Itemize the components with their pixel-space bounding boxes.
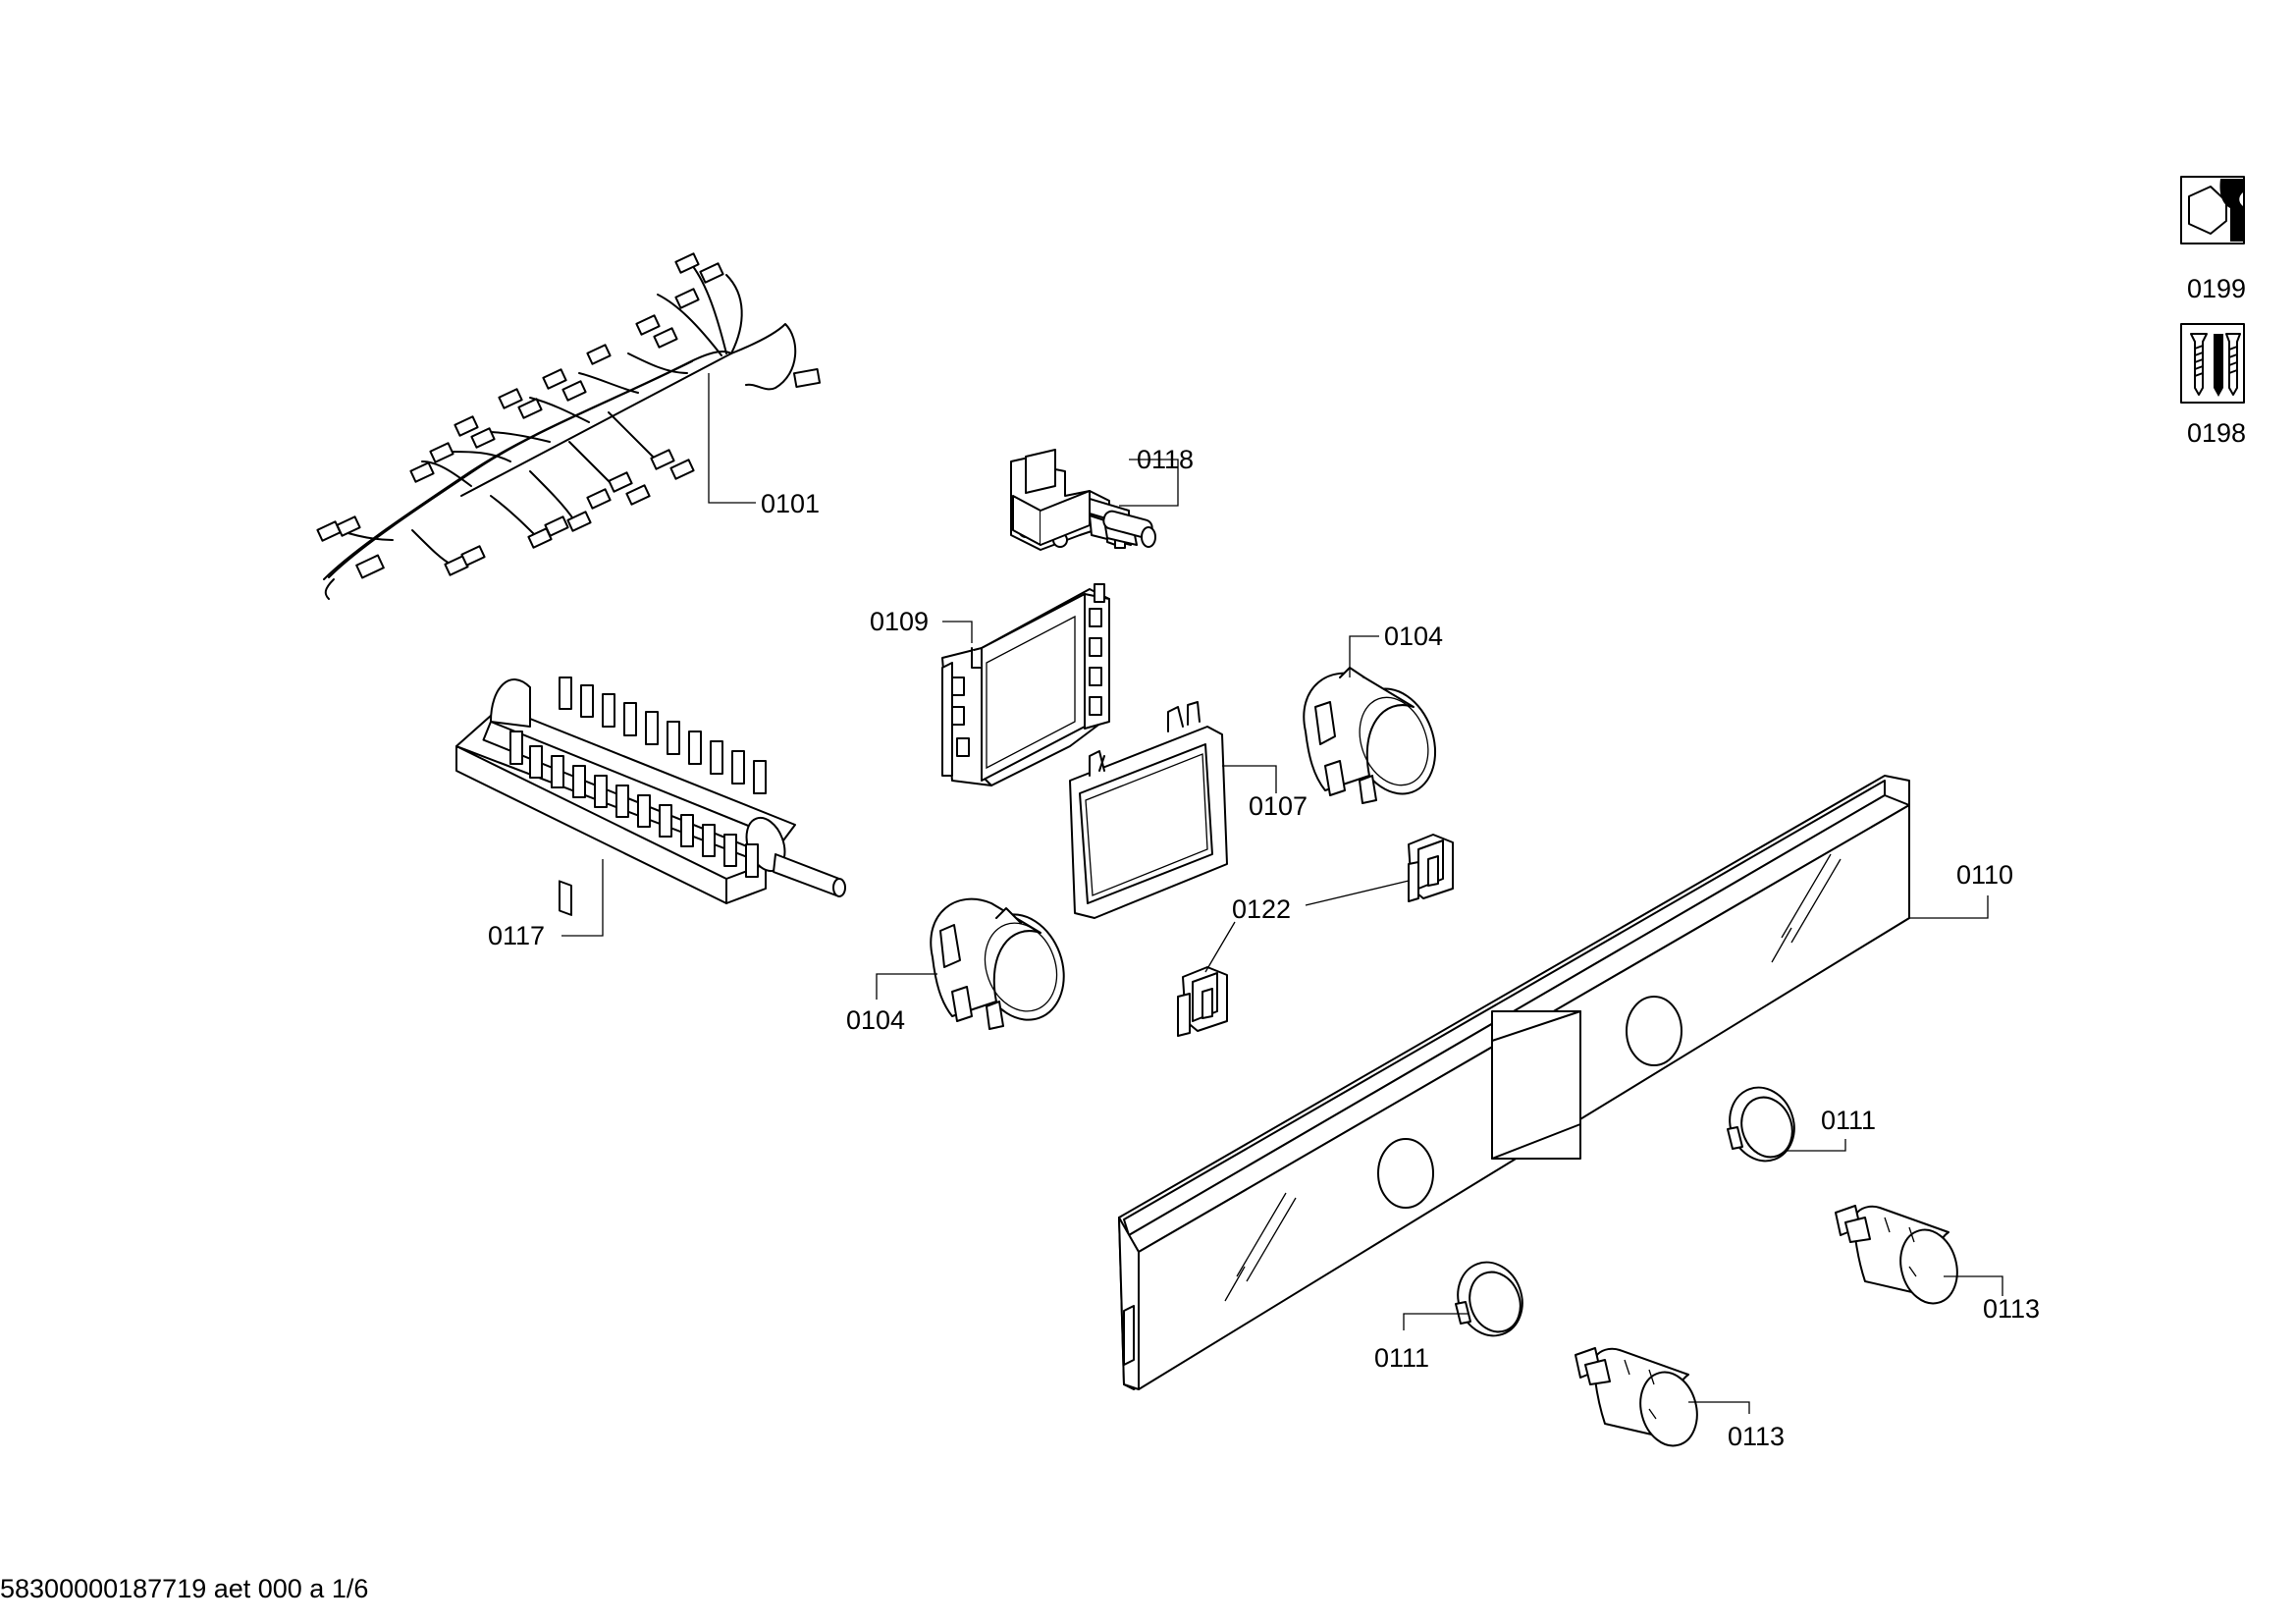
selector-switch[interactable]: [455, 677, 846, 916]
callout-0107: 0107: [1249, 791, 1308, 821]
wiring-harness[interactable]: [316, 252, 822, 600]
wrench-nut-icon: [2180, 176, 2245, 244]
leader-0122-upper: [1305, 880, 1410, 906]
callout-0113-right: 0113: [1983, 1294, 2040, 1324]
knob-sleeve-lower[interactable]: [930, 897, 1078, 1032]
callout-0118: 0118: [1137, 445, 1194, 474]
screws-icon: [2180, 323, 2245, 404]
leader-0111-left: [1403, 1313, 1468, 1330]
leader-0109: [942, 621, 973, 643]
display-frame[interactable]: [1069, 701, 1228, 919]
leader-0118: [1119, 459, 1179, 507]
knob-sleeve-upper[interactable]: [1303, 667, 1449, 805]
leader-0122-lower: [1204, 921, 1236, 973]
document-reference: 58300000187719 aet 000 a 1/6: [0, 1574, 368, 1603]
callout-0111-left: 0111: [1374, 1343, 1429, 1373]
leader-0104-upper: [1349, 635, 1379, 677]
rotary-encoder[interactable]: [1010, 449, 1156, 551]
callout-0113-left: 0113: [1728, 1422, 1785, 1451]
leader-0113-right: [1944, 1275, 2003, 1296]
leader-0101: [708, 373, 756, 504]
knob-bezel-right[interactable]: [1720, 1078, 1804, 1169]
legend-label-0199: 0199: [2187, 274, 2246, 303]
leader-0117: [561, 859, 604, 937]
control-knob-right[interactable]: [1835, 1205, 1965, 1310]
knob-bezel-left[interactable]: [1448, 1253, 1532, 1344]
callout-0110: 0110: [1956, 860, 2013, 890]
leader-0104-lower: [876, 973, 937, 1000]
callout-0122: 0122: [1232, 894, 1291, 924]
leader-0113-left: [1688, 1401, 1750, 1414]
legend-label-0198: 0198: [2187, 418, 2246, 448]
callout-0109: 0109: [870, 607, 929, 636]
control-knob-left[interactable]: [1575, 1347, 1705, 1452]
callout-0117: 0117: [488, 921, 545, 950]
retaining-clip-lower[interactable]: [1177, 966, 1228, 1037]
callout-0101: 0101: [761, 489, 820, 518]
control-panel-fascia[interactable]: [1118, 775, 1910, 1390]
leader-0111-right: [1787, 1139, 1846, 1152]
callout-0104-upper: 0104: [1384, 622, 1443, 651]
callout-0104-lower: 0104: [846, 1005, 905, 1035]
electronic-module[interactable]: [941, 583, 1110, 786]
leader-0107: [1222, 765, 1277, 793]
retaining-clip-upper[interactable]: [1408, 834, 1454, 902]
leader-0110: [1909, 895, 1989, 919]
callout-0111-right: 0111: [1821, 1106, 1876, 1135]
